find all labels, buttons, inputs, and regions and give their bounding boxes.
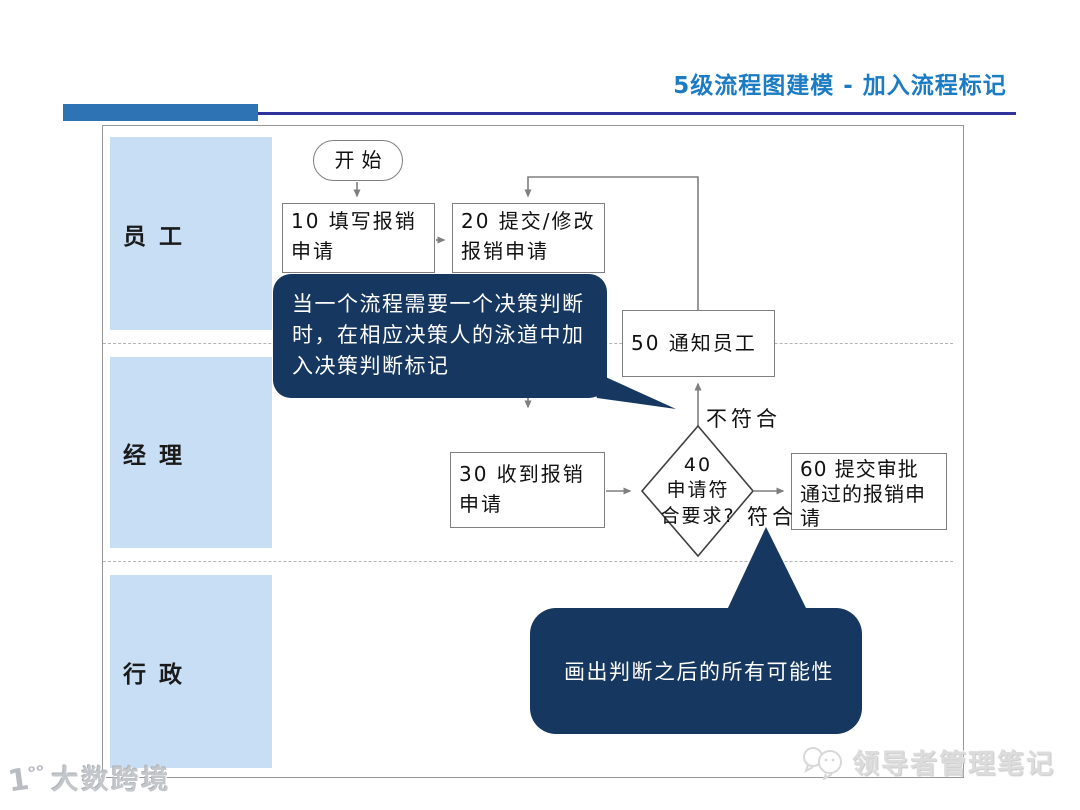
swimlane-label: 行政 [123, 661, 195, 688]
callout-1-tail [588, 369, 676, 409]
node-text-line: 申请 [291, 238, 335, 263]
swimlane-label: 员工 [123, 223, 195, 250]
callout-text: 画出判断之后的所有可能性 [564, 660, 834, 684]
lane-divider [103, 561, 953, 562]
swimlane-label: 经理 [123, 442, 195, 469]
page-title: 5级流程图建模 - 加入流程标记 [673, 73, 1007, 99]
node-60-submit-approved: 60 提交审批 通过的报销申 请 [791, 453, 947, 530]
node-text-line: 合要求? [660, 504, 736, 527]
node-text-line: 20 提交/修改 [461, 209, 596, 233]
node-10-fill-application: 10 填写报销 申请 [282, 203, 435, 273]
callout-text-line: 当一个流程需要一个决策判断 [292, 292, 585, 316]
swimlane-manager: 经理 [110, 357, 272, 548]
node-text-line: 报销申请 [461, 238, 549, 263]
header-accent-bar [63, 104, 258, 121]
callout-text-line: 时，在相应决策人的泳道中加 [292, 323, 585, 347]
node-start: 开始 [313, 140, 403, 181]
node-text-line: 40 [683, 454, 713, 477]
logo-sup: ᵒᵒ [26, 760, 46, 783]
node-40-decision-label: 40 申请符 合要求? [641, 434, 755, 548]
chat-bubbles-icon [803, 746, 842, 780]
edge-50-to-20-loop [524, 176, 699, 310]
watermark-bottom-left: 1ᵒᵒ 大数跨境 [5, 758, 172, 800]
node-20-submit-modify: 20 提交/修改 报销申请 [452, 203, 605, 273]
callout-text-line: 入决策判断标记 [292, 354, 450, 378]
watermark-text: 领导者管理笔记 [852, 749, 1055, 780]
callout-2-tail [727, 527, 807, 610]
swimlane-admin: 行政 [110, 575, 272, 768]
callout-decision-note: 当一个流程需要一个决策判断 时，在相应决策人的泳道中加 入决策判断标记 [273, 274, 607, 398]
header-rule [63, 112, 1016, 115]
edge-label-not-compliant: 不符合 [706, 407, 781, 431]
dashu-logo-icon: 1ᵒᵒ [5, 760, 46, 800]
node-50-notify-employee: 50 通知员工 [622, 310, 775, 377]
node-30-receive-application: 30 收到报销 申请 [450, 452, 605, 528]
edge-label-compliant: 符合 [747, 505, 797, 529]
decision-diamond [640, 424, 755, 558]
watermark-text: 大数跨境 [51, 765, 172, 796]
node-start-label: 开始 [334, 147, 389, 172]
node-text-line: 30 收到报销 [459, 462, 585, 486]
node-text-line: 10 填写报销 [291, 209, 417, 233]
watermark-bottom-right: 领导者管理笔记 [800, 742, 1055, 781]
node-text-line: 申请符 [666, 479, 730, 502]
node-text-line: 通过的报销申 [800, 481, 926, 506]
node-text-line: 申请 [459, 491, 503, 516]
swimlane-employee: 员工 [110, 137, 272, 330]
callout-possibilities-note: 画出判断之后的所有可能性 [530, 608, 862, 734]
node-text-line: 60 提交审批 [800, 457, 919, 481]
node-text-line: 请 [800, 506, 821, 531]
node-text-line: 50 通知员工 [631, 330, 757, 355]
